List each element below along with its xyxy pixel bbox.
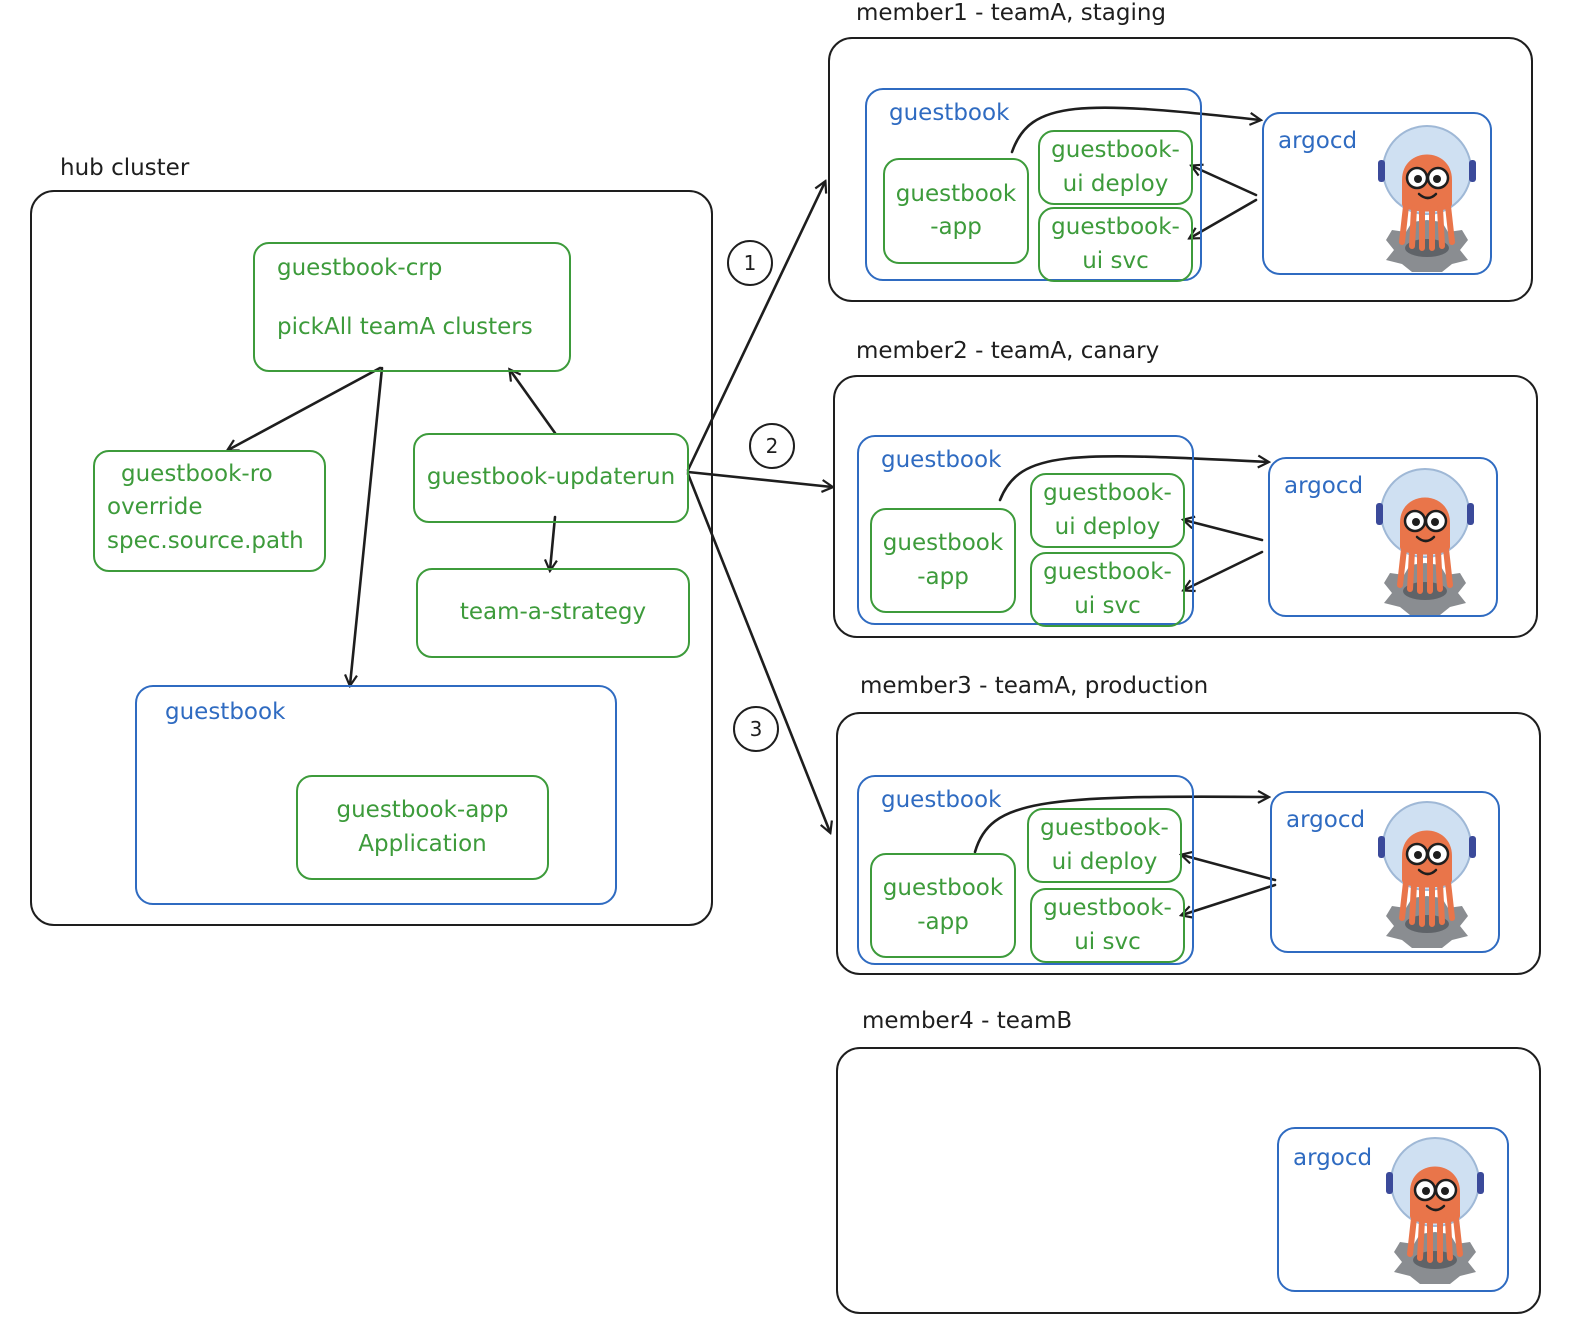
member3-argocd-namespace[interactable]: argocd xyxy=(1270,791,1500,953)
member1-namespace-label: guestbook xyxy=(889,100,1010,126)
team-a-strategy-box[interactable]: team-a-strategy xyxy=(416,568,690,658)
member4-cluster xyxy=(836,1047,1541,1314)
arrow-m3-to-deploy xyxy=(1182,855,1277,882)
hub-cluster-title: hub cluster xyxy=(60,155,190,181)
member3-deploy-line2: ui deploy xyxy=(1051,848,1158,875)
member2-svc-line2: ui svc xyxy=(1074,592,1141,619)
crp-name: guestbook-crp xyxy=(277,255,443,281)
member3-svc-line1: guestbook- xyxy=(1043,895,1172,922)
member1-deploy-line1: guestbook- xyxy=(1051,137,1180,164)
step-2-badge: 2 xyxy=(749,423,795,469)
member2-ui-deploy[interactable]: guestbook- ui deploy xyxy=(1030,473,1185,548)
member2-title: member2 - teamA, canary xyxy=(856,338,1160,364)
strategy-name: team-a-strategy xyxy=(459,599,647,626)
step-1-badge: 1 xyxy=(727,240,773,286)
member3-svc-line2: ui svc xyxy=(1074,928,1141,955)
member1-guestbook-namespace[interactable]: guestbook xyxy=(865,88,1202,281)
member1-guestbook-app[interactable]: guestbook -app xyxy=(883,158,1029,264)
member1-deploy-line2: ui deploy xyxy=(1062,170,1169,197)
hub-cluster xyxy=(30,190,713,926)
member2-svc-line1: guestbook- xyxy=(1043,559,1172,586)
member3-ui-svc[interactable]: guestbook- ui svc xyxy=(1030,888,1185,963)
member3-app-line2: -app xyxy=(917,908,969,935)
member2-deploy-line2: ui deploy xyxy=(1054,513,1161,540)
hub-app-kind: Application xyxy=(358,830,487,857)
member2-guestbook-namespace[interactable]: guestbook xyxy=(857,435,1194,625)
member1-cluster xyxy=(828,37,1533,302)
member3-guestbook-app[interactable]: guestbook -app xyxy=(870,853,1016,958)
arrow-m3-to-svc xyxy=(1182,883,1277,915)
member1-argocd-label: argocd xyxy=(1278,128,1358,154)
member3-guestbook-namespace[interactable]: guestbook xyxy=(857,775,1194,965)
guestbook-app-application-box[interactable]: guestbook-app Application xyxy=(296,775,549,880)
member4-title: member4 - teamB xyxy=(862,1008,1073,1034)
arrow-m2-to-deploy xyxy=(1184,520,1264,542)
arrow-m3-sync xyxy=(973,797,1268,854)
step-3-badge: 3 xyxy=(733,706,779,752)
arrow-m1-to-deploy xyxy=(1192,166,1258,197)
member4-argocd-namespace[interactable]: argocd xyxy=(1277,1127,1509,1292)
member2-app-line2: -app xyxy=(917,563,969,590)
member1-app-line1: guestbook xyxy=(895,180,1017,207)
member3-deploy-line1: guestbook- xyxy=(1040,815,1169,842)
updaterun-name: guestbook-updaterun xyxy=(426,464,676,491)
member4-argocd-label: argocd xyxy=(1293,1145,1373,1171)
member1-argocd-namespace[interactable]: argocd xyxy=(1262,112,1492,275)
guestbook-crp-box[interactable]: guestbook-crp pickAll teamA clusters xyxy=(253,242,571,372)
member2-guestbook-app[interactable]: guestbook -app xyxy=(870,508,1016,613)
arrow-updaterun-to-crp xyxy=(510,370,557,435)
arrow-m2-to-svc xyxy=(1184,550,1264,590)
member3-cluster xyxy=(836,712,1541,975)
member3-app-line1: guestbook xyxy=(882,875,1004,902)
arrow-updaterun-to-strategy xyxy=(550,515,555,570)
arrow-rollout-member1 xyxy=(686,182,825,472)
arrow-crp-to-ro xyxy=(228,366,382,450)
argo-octopus-icon xyxy=(1386,1137,1484,1284)
argo-octopus-icon xyxy=(1378,125,1476,272)
guestbook-ro-box[interactable]: guestbook-ro override spec.source.path xyxy=(93,450,326,572)
member1-ui-deploy[interactable]: guestbook- ui deploy xyxy=(1038,130,1193,205)
member3-argocd-label: argocd xyxy=(1286,807,1366,833)
member2-ui-svc[interactable]: guestbook- ui svc xyxy=(1030,552,1185,627)
ro-override: override xyxy=(107,494,203,521)
ro-path: spec.source.path xyxy=(107,527,304,554)
member3-namespace-label: guestbook xyxy=(881,787,1002,813)
guestbook-updaterun-box[interactable]: guestbook-updaterun xyxy=(413,433,689,523)
crp-policy: pickAll teamA clusters xyxy=(277,314,533,341)
argo-octopus-icon xyxy=(1378,801,1476,948)
arrow-m1-sync xyxy=(1010,106,1260,154)
arrow-m2-sync xyxy=(998,456,1268,502)
member1-svc-line1: guestbook- xyxy=(1051,214,1180,241)
member1-ui-svc[interactable]: guestbook- ui svc xyxy=(1038,207,1193,282)
ro-name: guestbook-ro xyxy=(121,461,273,487)
hub-namespace-label: guestbook xyxy=(165,699,286,725)
member3-title: member3 - teamA, production xyxy=(860,673,1209,699)
member1-app-line2: -app xyxy=(930,214,982,240)
argo-octopus-icon xyxy=(1376,468,1474,615)
member2-deploy-line1: guestbook- xyxy=(1043,480,1172,507)
hub-guestbook-namespace[interactable]: guestbook xyxy=(135,685,617,905)
member3-ui-deploy[interactable]: guestbook- ui deploy xyxy=(1027,808,1182,883)
member2-cluster xyxy=(833,375,1538,638)
member1-svc-line2: ui svc xyxy=(1082,247,1149,274)
member2-argocd-namespace[interactable]: argocd xyxy=(1268,457,1498,617)
member2-namespace-label: guestbook xyxy=(881,447,1002,473)
hub-app-name: guestbook-app xyxy=(336,797,509,824)
member1-title: member1 - teamA, staging xyxy=(856,0,1167,26)
member2-app-line1: guestbook xyxy=(882,530,1004,557)
member2-argocd-label: argocd xyxy=(1284,473,1364,499)
arrow-crp-to-namespace xyxy=(350,366,384,685)
